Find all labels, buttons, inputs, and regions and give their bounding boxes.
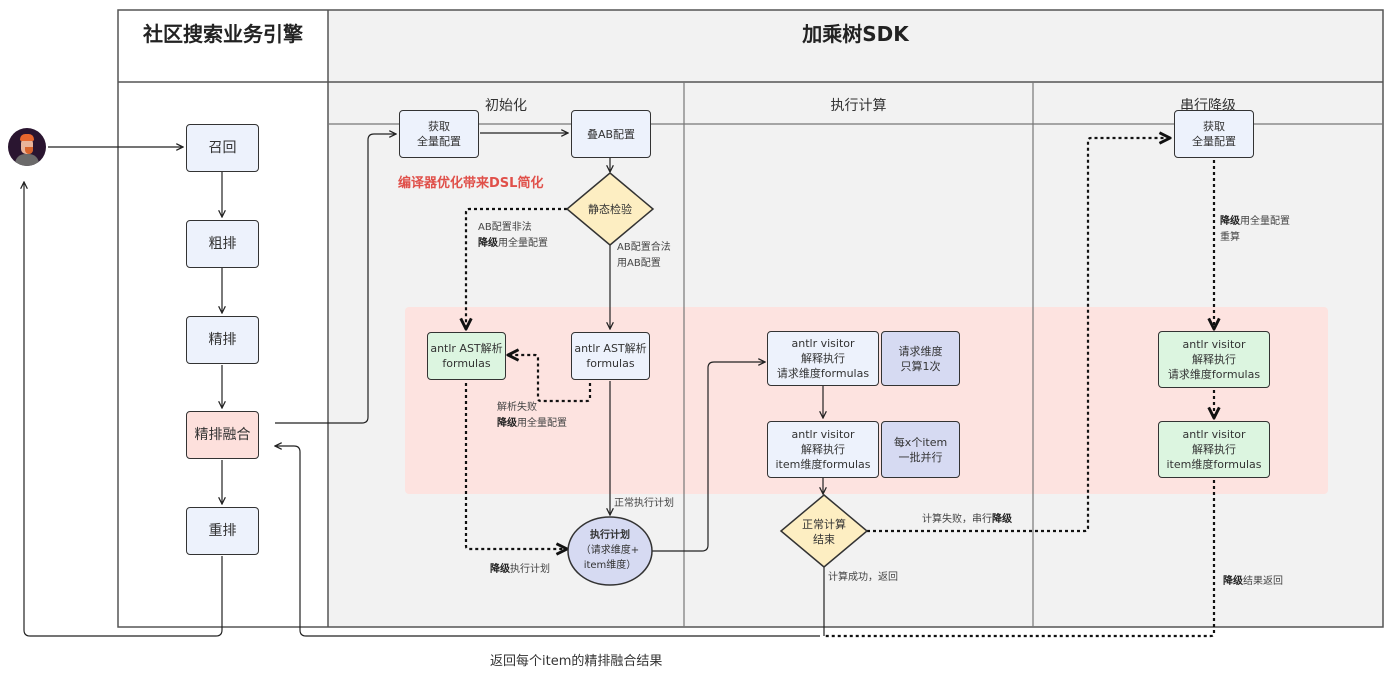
compute-fail-bold: 降级 [992,514,1012,525]
fallback-plan-label: 降级执行计划 [490,562,550,578]
exec-plan-node[interactable]: 执行计划 （请求维度+ item维度） [568,528,652,573]
recompute-line1: 降级用全量配置 [1220,214,1290,230]
node-visitor-request[interactable]: antlr visitor 解释执行 请求维度formulas [767,331,879,386]
ab-invalid-bold: 降级 [478,238,498,249]
note-item-batch: 每x个item 一批并行 [881,421,960,478]
engine-lane-title: 社区搜索业务引擎 [143,22,303,46]
note-request-once: 请求维度 只算1次 [881,331,960,386]
user-avatar [8,128,46,166]
exec-plan-title: 执行计划 [590,530,630,541]
ab-invalid-line2: 降级用全量配置 [478,236,548,252]
node-fallback-visitor-item[interactable]: antlr visitor 解释执行 item维度formulas [1158,421,1270,478]
recompute-bold: 降级 [1220,216,1240,227]
parse-fail-line2: 降级用全量配置 [497,416,567,432]
ab-invalid-rest: 用全量配置 [498,238,548,249]
parse-fail-bold: 降级 [497,418,517,429]
ab-invalid-line1: AB配置非法 [478,222,532,233]
node-fallback-visitor-request[interactable]: antlr visitor 解释执行 请求维度formulas [1158,331,1270,388]
avatar-beard [25,147,33,154]
recompute-line2: 重算 [1220,232,1240,243]
end-check-label: 正常计算 结束 [802,518,846,546]
sublane-title-execute: 执行计算 [830,98,887,114]
normal-plan-label: 正常执行计划 [614,498,674,509]
sdk-lane-title: 加乘树SDK [802,22,909,46]
ab-invalid-label: AB配置非法 降级用全量配置 [478,220,548,252]
node-fallback-fetch-full-config[interactable]: 获取 全量配置 [1174,110,1254,158]
parse-fail-label: 解析失败 降级用全量配置 [497,400,567,432]
compute-success-label: 计算成功，返回 [828,572,898,583]
node-fetch-full-config[interactable]: 获取 全量配置 [399,110,479,158]
parse-fail-line1: 解析失败 [497,402,537,413]
node-visitor-item[interactable]: antlr visitor 解释执行 item维度formulas [767,421,879,478]
recompute-rest: 用全量配置 [1240,216,1290,227]
node-ast-parse[interactable]: antlr AST解析 formulas [571,332,650,380]
compute-fail-label: 计算失败，串行降级 [922,512,1012,528]
recompute-label: 降级用全量配置 重算 [1220,214,1290,246]
node-rerank[interactable]: 重排 [186,507,259,555]
parse-fail-rest: 用全量配置 [517,418,567,429]
node-fine-rank-fusion[interactable]: 精排融合 [186,411,259,459]
node-ast-parse-fallback[interactable]: antlr AST解析 formulas [427,332,506,380]
fallback-result-rest: 结果返回 [1243,576,1283,587]
static-check-label: 静态检验 [588,203,632,216]
node-fine-rank[interactable]: 精排 [186,316,259,364]
compute-fail-rest: 计算失败，串行 [922,514,992,525]
return-results-label: 返回每个item的精排融合结果 [490,654,663,669]
fallback-result-bold: 降级 [1223,576,1243,587]
fallback-result-label: 降级结果返回 [1223,574,1283,590]
node-recall[interactable]: 召回 [186,124,259,172]
exec-plan-body: （请求维度+ item维度） [580,545,640,571]
ab-valid-label: AB配置合法 用AB配置 [617,242,671,269]
fallback-plan-bold: 降级 [490,564,510,575]
avatar-hair [20,134,34,141]
sublane-title-init: 初始化 [485,98,527,114]
node-overlay-ab-config[interactable]: 叠AB配置 [571,110,651,158]
compiler-optimization-note: 编译器优化带来DSL简化 [398,176,544,191]
fallback-plan-rest: 执行计划 [510,564,550,575]
node-coarse-rank[interactable]: 粗排 [186,220,259,268]
avatar-body [15,154,39,166]
